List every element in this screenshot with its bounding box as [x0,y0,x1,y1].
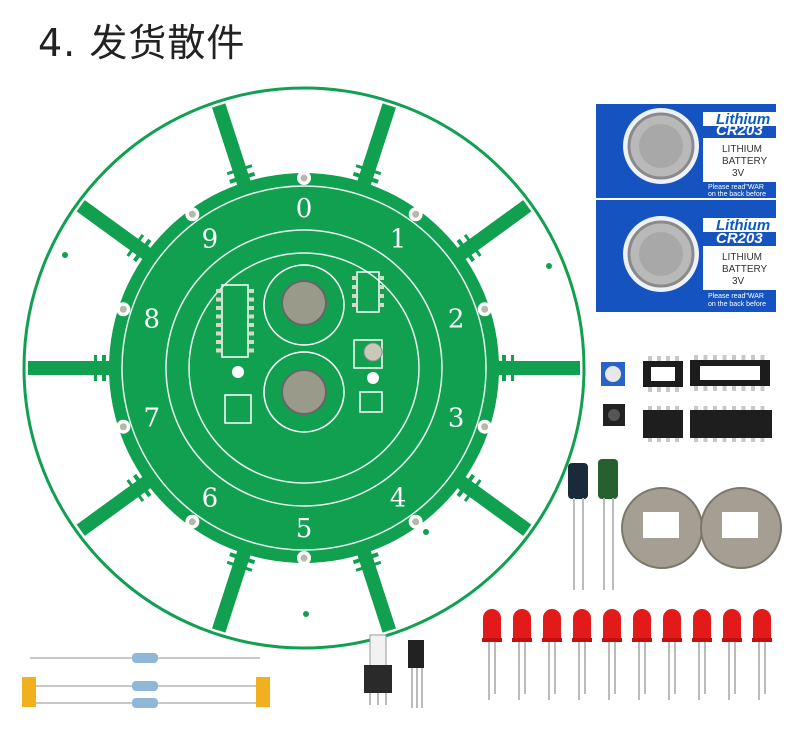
led-pad [116,419,131,434]
pcb-spoke [212,548,256,633]
battery-card-bottom: Lithium CR203 LITHIUM BATTERY 3V Please … [596,200,776,312]
pcb-spoke [28,355,112,381]
battery-model-label: CR203 [716,122,763,139]
pcb-spokes [28,103,580,633]
led-pad [185,514,200,529]
trimmer-potentiometer [601,362,625,386]
battery-spec-line-1: LITHIUM [722,144,762,155]
red-led [632,609,652,700]
ic-socket-8 [643,361,683,387]
dial-digit-4: 4 [390,483,407,513]
coin-cell-holder-1 [621,487,703,569]
dial-digit-8: 8 [144,305,161,335]
dial-digit-9: 9 [202,225,219,255]
red-led [572,609,592,700]
pcb-spoke [76,473,153,536]
electrolytic-capacitor-1 [568,463,588,590]
resistors [22,653,270,708]
red-led [692,609,712,700]
pcb-spoke [496,355,580,381]
battery-model-label-2: CR203 [716,230,763,247]
pcb-spoke [352,103,396,188]
slide-switch [364,634,392,705]
led-pad [116,302,131,317]
dial-digits: 0 1 2 3 4 5 6 7 8 9 [144,194,465,544]
dial-digit-5: 5 [296,514,313,544]
dial-digit-2: 2 [448,305,465,335]
battery-note-line-2: on the back before [708,191,766,198]
red-led [512,609,532,700]
battery-brand-label: Lithium [716,111,770,128]
pcb-board: 0 1 2 3 4 5 6 7 8 9 [22,86,586,650]
pcb-spoke [352,548,396,633]
pcb-spoke [455,200,532,263]
red-led [482,609,502,700]
battery-note-line-2b: on the back before [708,301,766,308]
transistor [408,640,424,708]
red-led [752,609,772,700]
dial-digit-3: 3 [448,403,465,433]
led-pad [477,302,492,317]
dial-digit-7: 7 [144,403,161,433]
ic-chip-16 [690,410,772,438]
dial-digit-0: 0 [296,194,313,224]
led-pad [297,551,311,565]
led-pad [408,207,423,222]
led-pad [297,171,311,185]
page-title: 4. 发货散件 [38,21,246,65]
red-led-row [482,609,772,700]
battery-card-top: Lithium CR203 LITHIUM BATTERY 3V Please … [596,104,776,198]
battery-spec-line-1b: LITHIUM [722,252,762,263]
electrolytic-capacitor-2 [598,459,618,590]
led-pad [408,514,423,529]
push-button [603,404,625,426]
dial-digit-1: 1 [390,225,407,255]
pcb-spoke [212,103,256,188]
red-led [542,609,562,700]
led-pad [477,419,492,434]
dial-digit-6: 6 [202,483,219,513]
red-led [662,609,682,700]
battery-pad-bottom [281,369,327,415]
battery-spec-line-2b: BATTERY [722,264,768,275]
led-pads [116,171,492,565]
pcb-inner-disc [109,173,499,563]
battery-note-line-1b: Please read"WAR [708,293,764,300]
battery-pad-top [281,280,327,326]
pcb-spoke [455,473,532,536]
led-pad [185,207,200,222]
battery-spec-line-3: 3V [732,168,745,179]
coin-cell-holder-2 [700,487,782,569]
battery-brand-label-2: Lithium [716,217,770,234]
ic-chip-8 [643,410,683,438]
red-led [722,609,742,700]
ic-socket-16 [690,360,770,386]
battery-spec-line-2: BATTERY [722,156,768,167]
battery-note-line-1: Please read"WAR [708,184,764,191]
battery-spec-line-3b: 3V [732,276,745,287]
red-led [602,609,622,700]
pcb-spoke [76,200,153,263]
